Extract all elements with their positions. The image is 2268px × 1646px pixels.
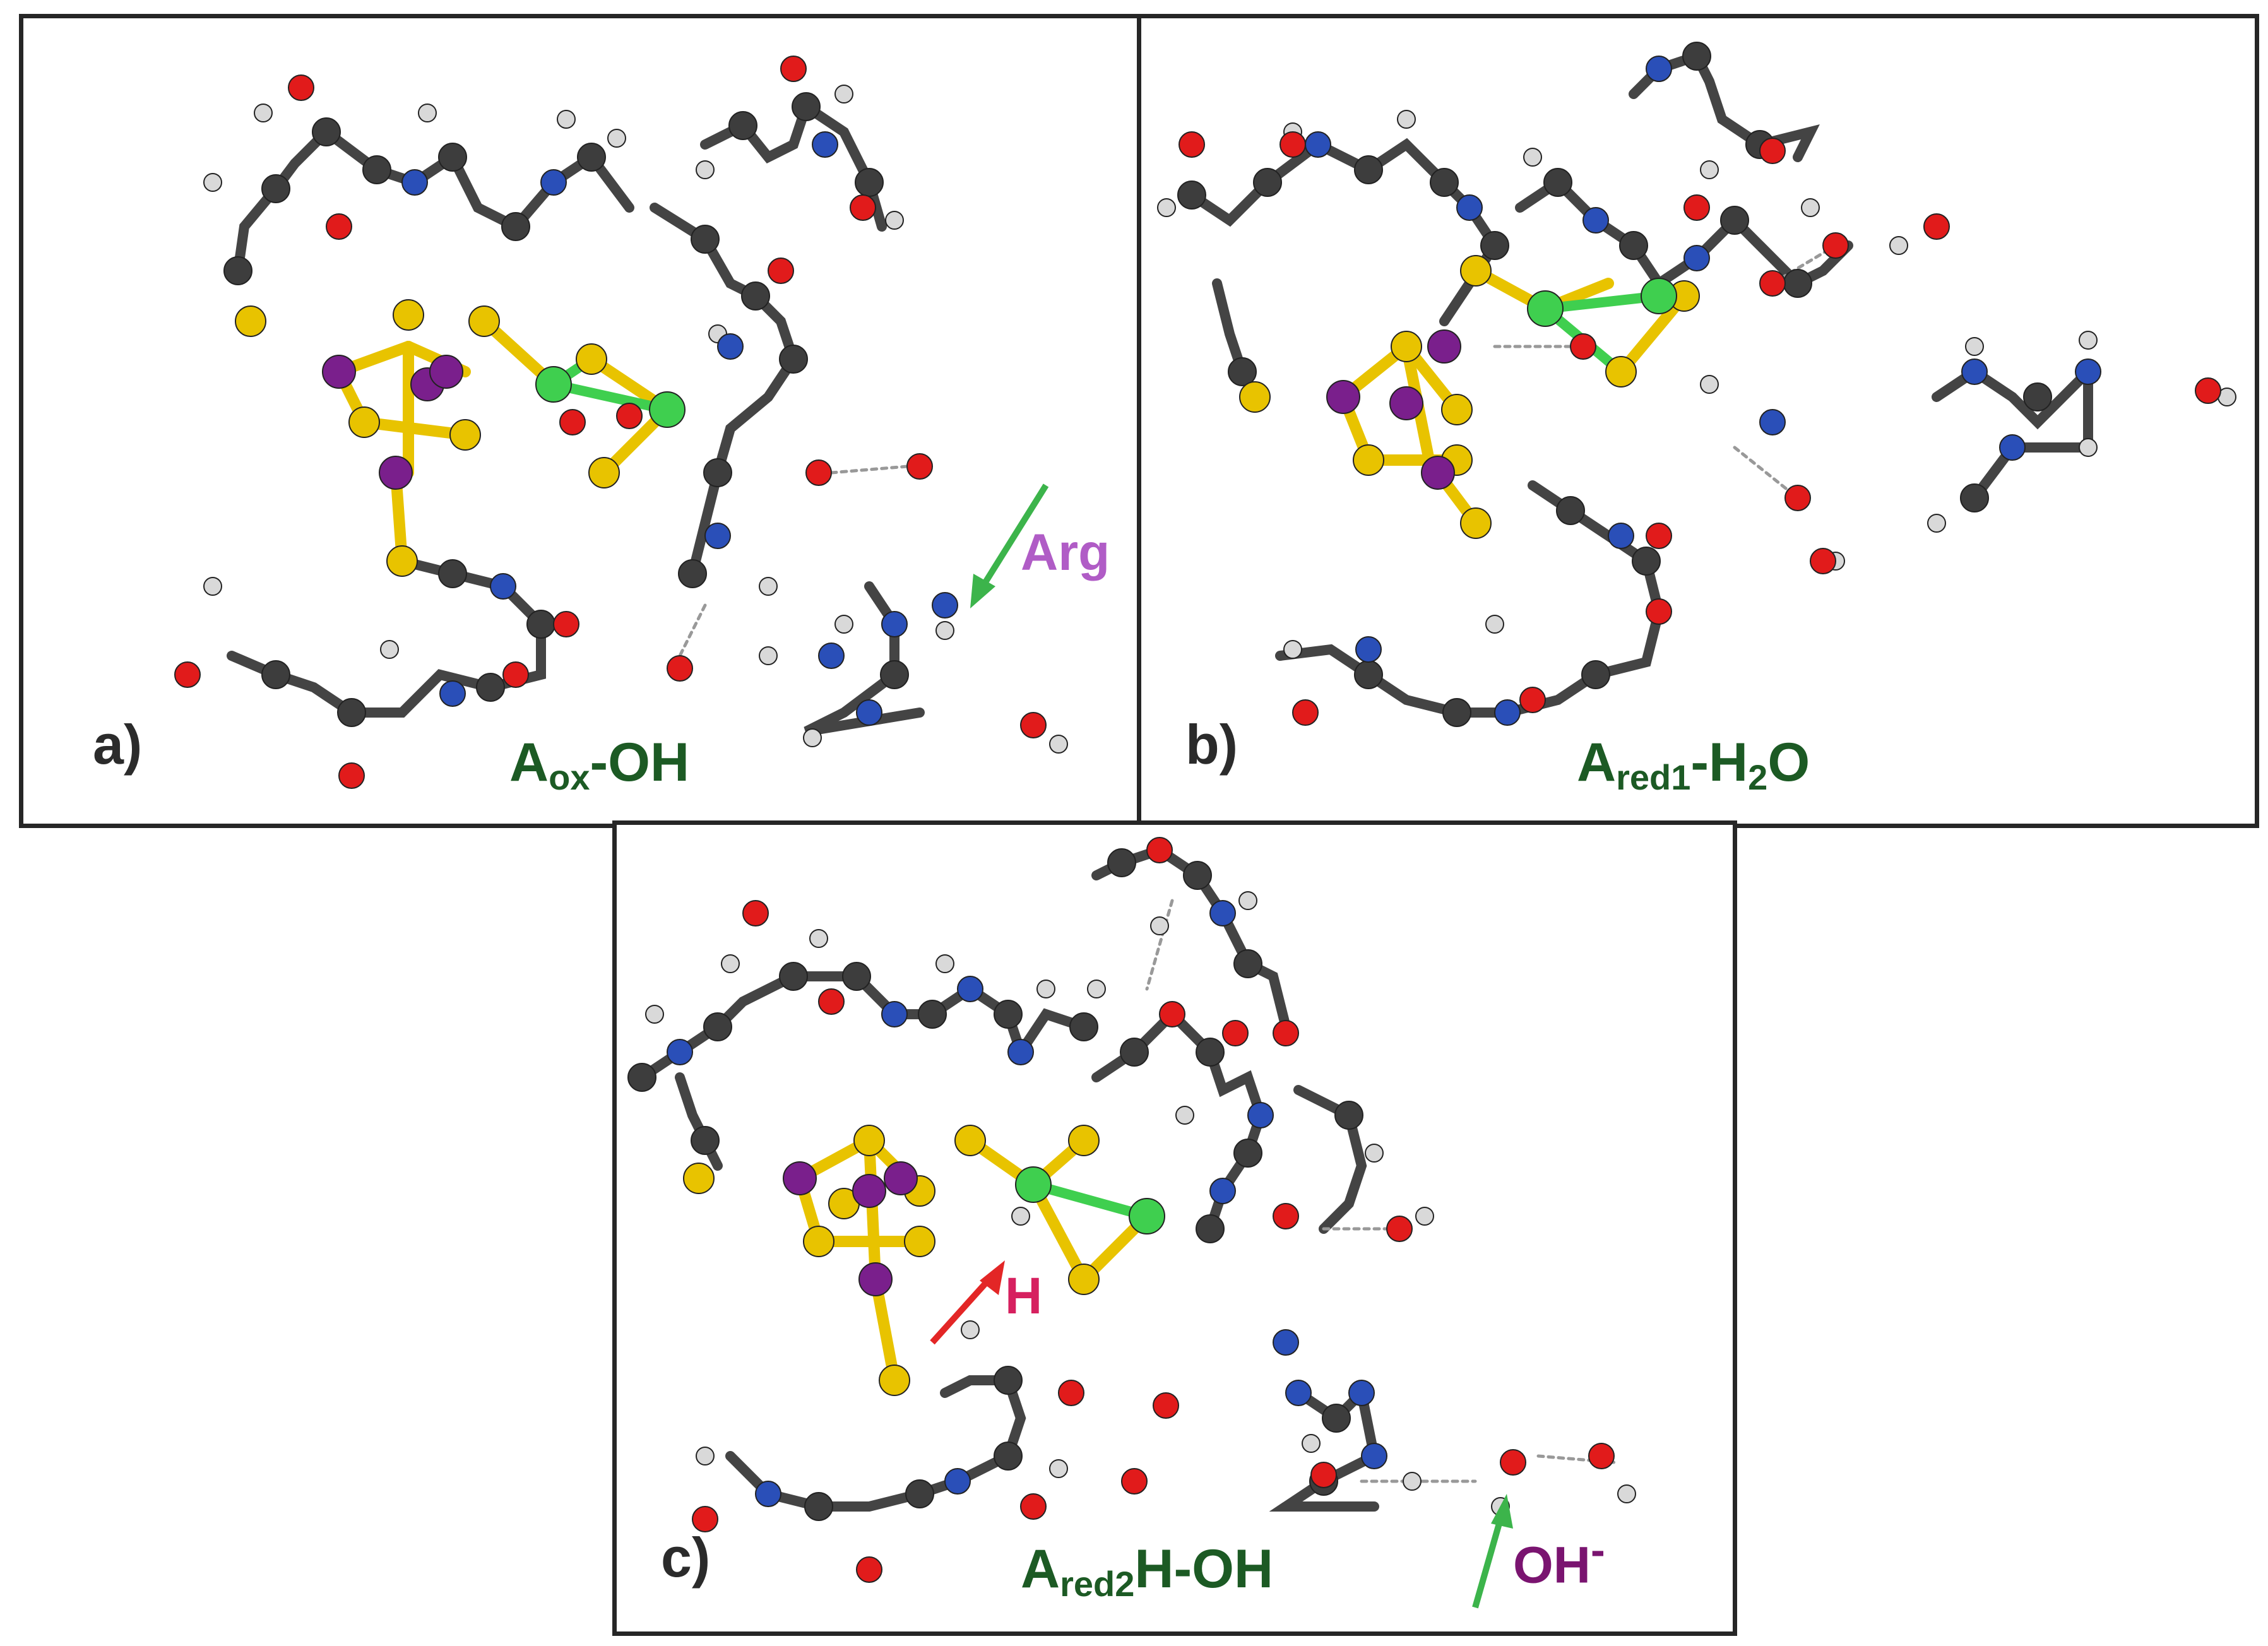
arg-arrow	[970, 483, 1049, 608]
hbond-a2	[678, 603, 707, 658]
panel-a-title: Aox-OH	[509, 732, 690, 797]
panel-a-label: a)	[93, 713, 143, 776]
panel-b: b) Ared1-H2O	[1137, 14, 2259, 828]
oh-label: OH-	[1513, 1526, 1605, 1594]
oh-arrow	[1472, 1494, 1513, 1609]
bond-fes-a4	[359, 417, 471, 441]
backbone-a1	[233, 125, 634, 276]
panel-c-label: c)	[661, 1526, 711, 1589]
h-arrow	[930, 1260, 1005, 1345]
bond-nini-a	[549, 379, 672, 415]
panel-c-title: Ared2H-OH	[1021, 1539, 1274, 1604]
h-label: H	[1005, 1267, 1043, 1325]
molecule-c	[627, 837, 1636, 1609]
hbond-a1	[829, 465, 909, 475]
arg-label: Arg	[1021, 524, 1110, 581]
atoms-b	[1157, 42, 2236, 727]
atoms-a	[174, 56, 1068, 789]
panel-a: a) Aox-OH Arg	[19, 14, 1146, 828]
molecule-a	[174, 56, 1068, 789]
molecule-b	[1157, 42, 2236, 727]
panel-b-title: Ared1-H2O	[1577, 732, 1810, 797]
atoms-c	[627, 837, 1636, 1583]
panel-c: c) Ared2H-OH H OH-	[612, 820, 1737, 1636]
panel-b-label: b)	[1185, 713, 1238, 776]
